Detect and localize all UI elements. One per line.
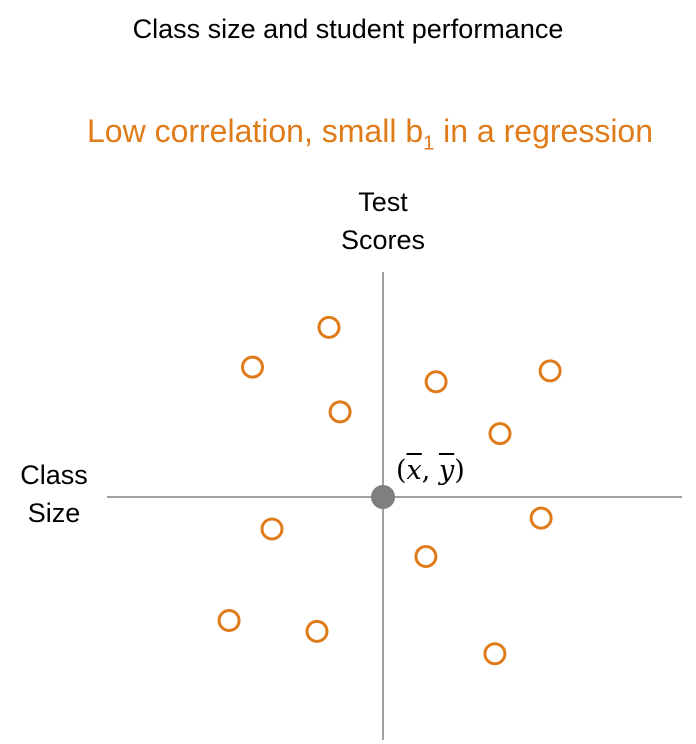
slide-subtitle: Low correlation, small b1 in a regressio… — [0, 113, 696, 155]
x-axis-label-line-1: Class — [20, 460, 88, 490]
data-point-10 — [217, 609, 241, 633]
data-point-1 — [317, 315, 341, 339]
data-point-7 — [260, 517, 284, 541]
data-point-4 — [424, 370, 448, 394]
data-points-group — [217, 315, 562, 666]
data-point-2 — [241, 355, 264, 379]
subtitle-main: Low correlation, small b — [86, 113, 424, 149]
data-point-3 — [328, 400, 352, 424]
data-point-9 — [414, 545, 438, 569]
mean-label-open: ( — [396, 455, 407, 486]
mean-point-label: (x, y) — [396, 455, 465, 486]
subtitle-rest: in a regression — [434, 113, 654, 149]
data-point-6 — [488, 422, 512, 446]
data-point-8 — [529, 506, 553, 530]
y-axis-label-line-2: Scores — [340, 225, 426, 255]
mean-point-marker — [371, 485, 395, 509]
mean-label-close: ) — [454, 455, 465, 486]
mean-label-y-bar: y — [438, 455, 455, 486]
y-axis-label-line-1: Test — [358, 187, 408, 217]
mean-label-x-bar: x — [406, 455, 422, 486]
subtitle-subscript: 1 — [423, 132, 435, 155]
page-title: Class size and student performance — [132, 14, 564, 44]
mean-label-comma: , — [421, 455, 439, 486]
data-point-12 — [483, 642, 507, 666]
data-point-11 — [305, 619, 329, 643]
data-point-5 — [538, 359, 562, 383]
x-axis-label-line-2: Size — [27, 498, 81, 528]
